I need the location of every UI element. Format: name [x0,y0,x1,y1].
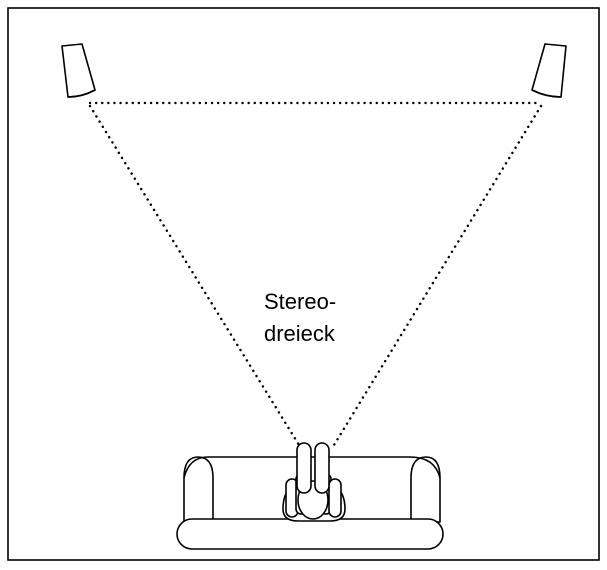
listener-icon [282,442,346,522]
speaker-left-icon [61,43,96,98]
sofa-right-arm [410,456,441,522]
room-frame [7,7,600,561]
triangle-label-line2: dreieck [264,321,336,346]
sofa-icon [176,456,444,550]
sofa-left-arm [183,456,214,522]
sofa-seat [176,518,444,550]
triangle-right-edge [332,104,543,447]
listener-right-leg [314,442,330,494]
listener-right-arm-outer [328,478,342,518]
listener-left-leg [296,442,312,494]
stereo-triangle [88,101,543,447]
triangle-left-edge [88,104,301,447]
triangle-label-line1: Stereo- [264,289,336,314]
speaker-right-icon [531,43,567,98]
